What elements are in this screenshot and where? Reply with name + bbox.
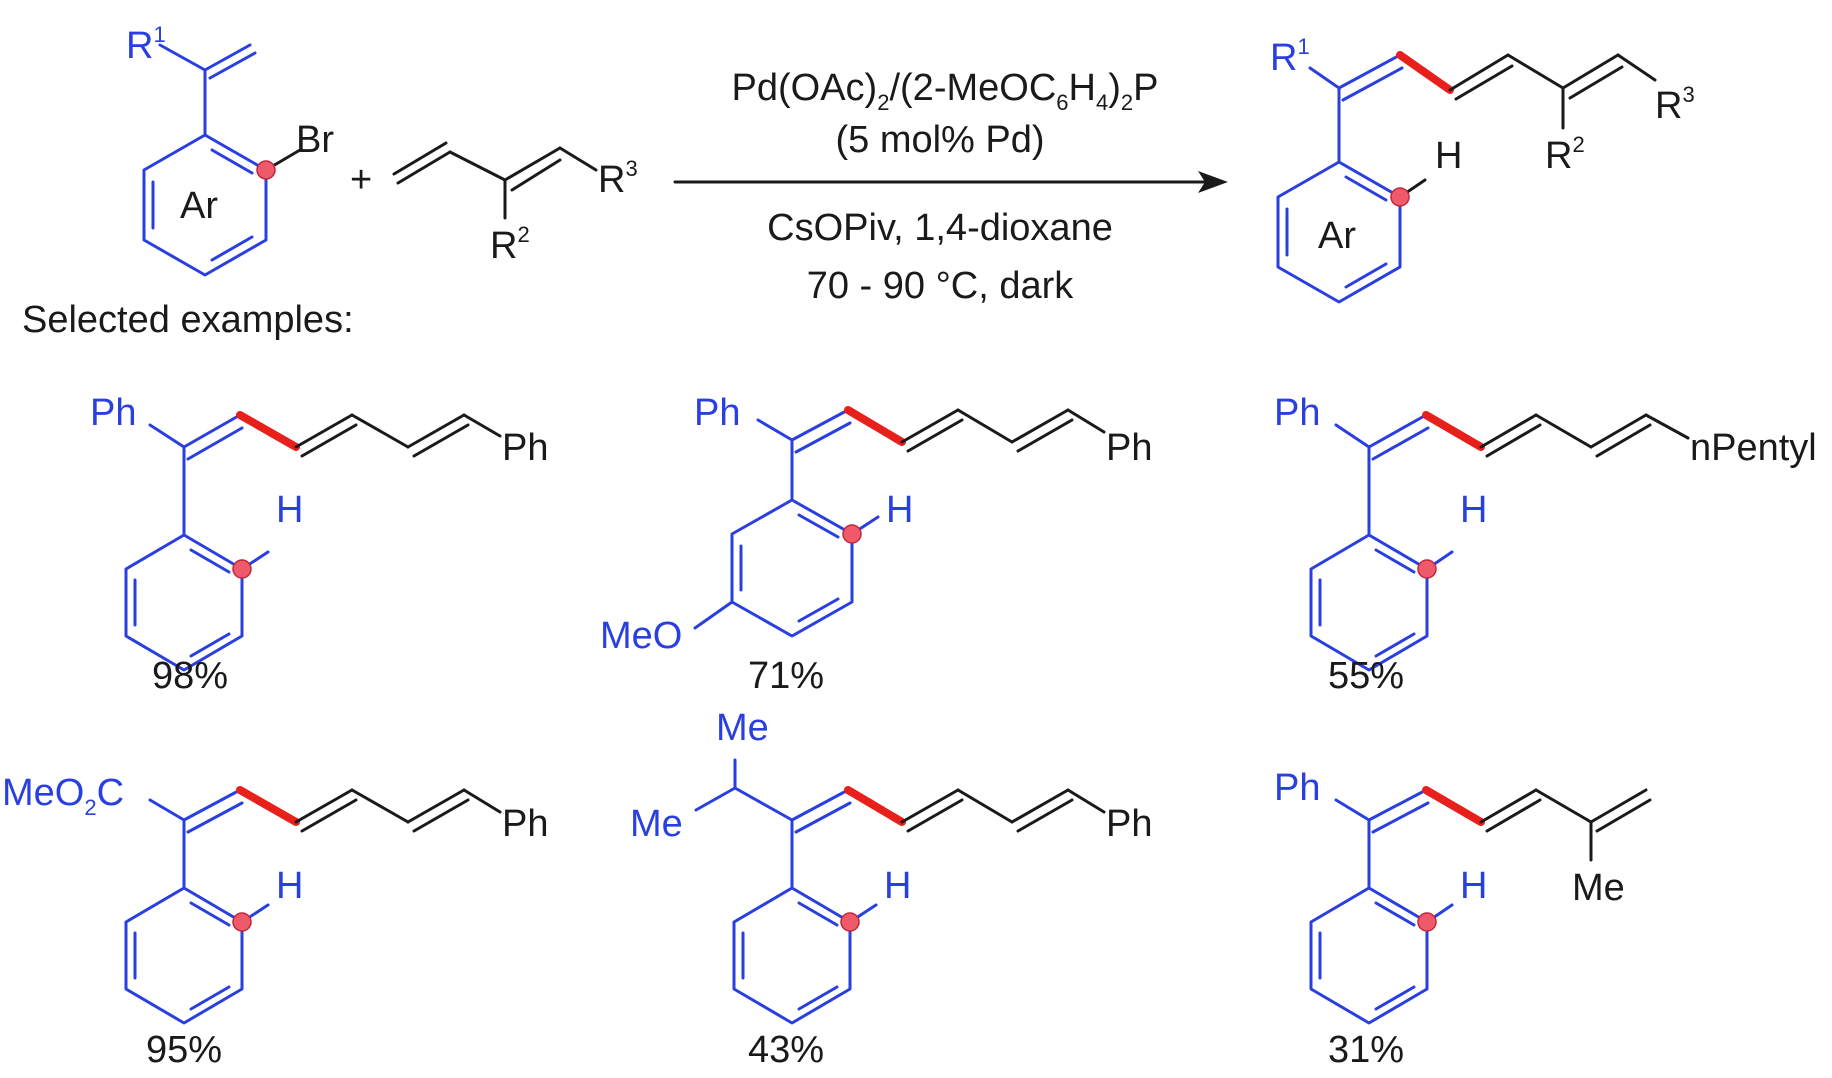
catalyst-text: Pd(OAc)2/(2-MeOC6H4)2P xyxy=(732,67,1159,115)
r1-label-product: R1 xyxy=(1270,34,1310,79)
h-label-ex4: H xyxy=(276,865,303,907)
yield-ex3: 55% xyxy=(1328,655,1404,697)
h-label-ex6: H xyxy=(1460,865,1487,907)
r2-label-product: R2 xyxy=(1545,132,1585,177)
h-label-ex3: H xyxy=(1460,489,1487,531)
example-4: MeO2C Ph H 95% xyxy=(2,772,548,1071)
ar-label-product: Ar xyxy=(1318,215,1356,257)
yield-ex1: 98% xyxy=(152,655,228,697)
arrow-head-icon xyxy=(1198,171,1228,193)
r3-label-product: R3 xyxy=(1655,82,1695,127)
loading-text: (5 mol% Pd) xyxy=(835,119,1044,161)
temperature-text: 70 - 90 °C, dark xyxy=(807,265,1075,307)
me-top-label-ex5: Me xyxy=(716,707,769,749)
yield-ex4: 95% xyxy=(146,1029,222,1071)
r2-label-diene: R2 xyxy=(490,222,530,267)
me-left-label-ex5: Me xyxy=(630,803,683,845)
br-label: Br xyxy=(296,119,334,161)
general-product: R1 H Ar R2 R3 xyxy=(1270,34,1695,304)
meo2c-label-ex4: MeO2C xyxy=(2,772,124,820)
starting-aryl-bromide: R1 Br Ar xyxy=(126,22,334,277)
reaction-arrow-group: Pd(OAc)2/(2-MeOC6H4)2P (5 mol% Pd) CsOPi… xyxy=(673,67,1228,307)
h-label-ex5: H xyxy=(884,865,911,907)
example-3: Ph nPentyl H 55% xyxy=(1274,392,1817,697)
yield-ex5: 43% xyxy=(748,1029,824,1071)
ph-label-ex2: Ph xyxy=(694,392,740,434)
ph-label-ex6: Ph xyxy=(1274,767,1320,809)
ph-end-label-ex1: Ph xyxy=(502,427,548,469)
example-1: Ph Ph H 98% xyxy=(90,392,548,697)
ph-label-ex3: Ph xyxy=(1274,392,1320,434)
example-6: Ph H Me 31% xyxy=(1274,767,1652,1071)
ph-end-label-ex5: Ph xyxy=(1106,803,1152,845)
plus-sign: + xyxy=(350,159,372,201)
starting-diene: R3 R2 xyxy=(392,141,638,267)
me-label-ex6: Me xyxy=(1572,867,1625,909)
r3-label-diene: R3 xyxy=(598,156,638,201)
ph-label-ex1: Ph xyxy=(90,392,136,434)
example-2: Ph Ph H MeO 71% xyxy=(600,392,1152,697)
meo-label-ex2: MeO xyxy=(600,615,682,657)
r1-label: R1 xyxy=(126,22,166,67)
yield-ex2: 71% xyxy=(748,655,824,697)
ph-end-label-ex2: Ph xyxy=(1106,427,1152,469)
h-label-ex1: H xyxy=(276,489,303,531)
h-label-ex2: H xyxy=(886,489,913,531)
yield-ex6: 31% xyxy=(1328,1029,1404,1071)
selected-examples-label: Selected examples: xyxy=(22,299,354,341)
ar-label-start: Ar xyxy=(180,185,218,227)
example-5: Me Me Ph H 43% xyxy=(630,707,1152,1071)
ph-end-label-ex4: Ph xyxy=(502,803,548,845)
h-label-product: H xyxy=(1435,135,1462,177)
base-solvent-text: CsOPiv, 1,4-dioxane xyxy=(767,207,1113,249)
npentyl-label-ex3: nPentyl xyxy=(1690,427,1817,469)
